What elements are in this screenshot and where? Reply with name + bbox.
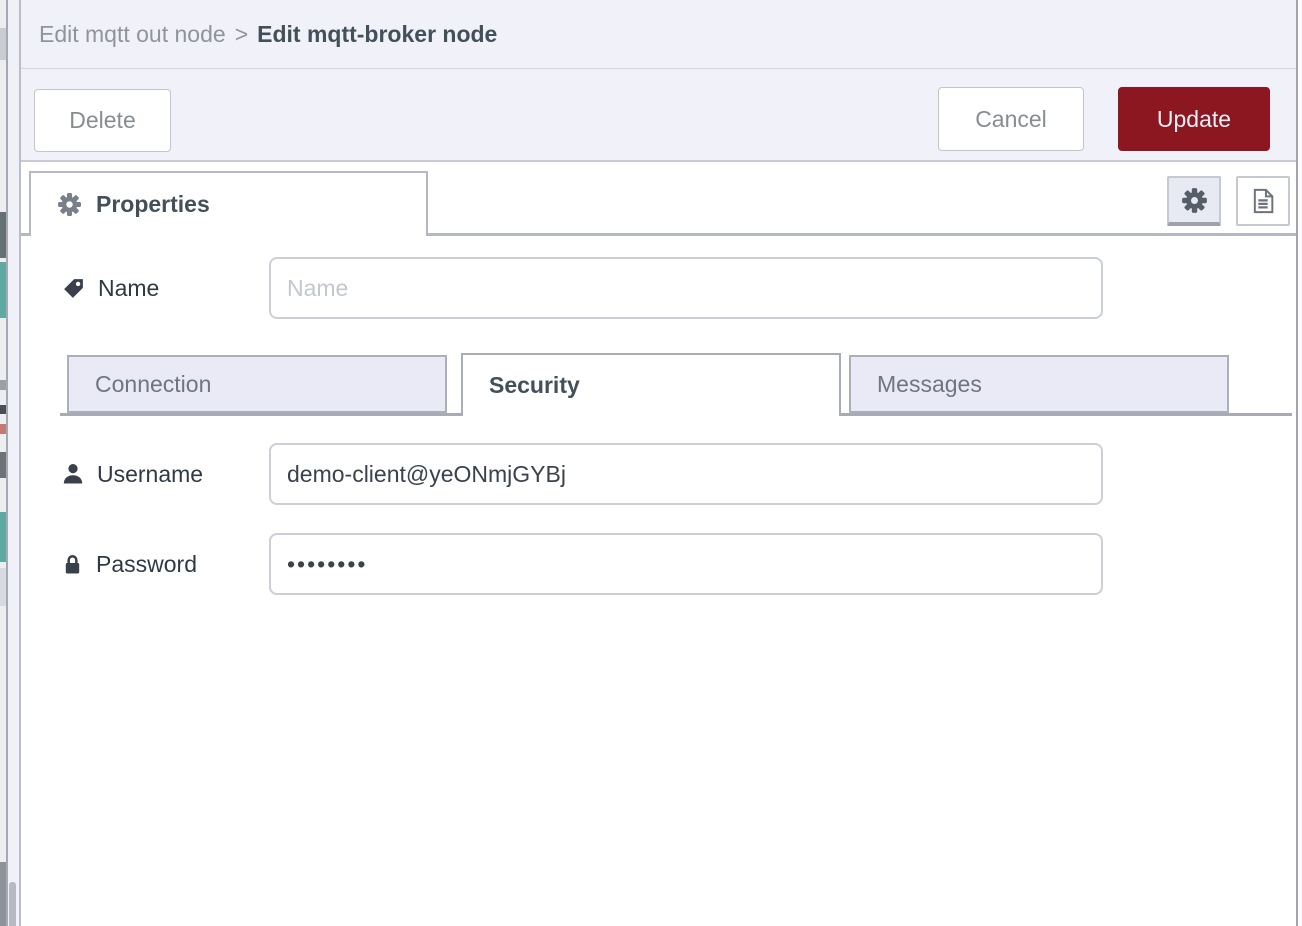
palette-node-sliver [0, 568, 6, 606]
delete-button[interactable]: Delete [34, 89, 171, 152]
gear-icon [1181, 187, 1208, 214]
tab-connection[interactable]: Connection [67, 355, 447, 413]
workspace-palette-sliver [0, 0, 6, 926]
palette-node-sliver [0, 424, 6, 434]
password-input[interactable] [269, 533, 1103, 595]
tray-left-border [19, 0, 21, 926]
palette-node-sliver [0, 28, 6, 60]
palette-node-sliver [0, 212, 6, 258]
name-field-row: Name [21, 257, 1296, 319]
breadcrumb: Edit mqtt out node > Edit mqtt-broker no… [21, 0, 1296, 69]
gear-icon [57, 192, 82, 217]
palette-node-sliver [0, 862, 6, 926]
update-button[interactable]: Update [1118, 87, 1270, 151]
palette-node-sliver [0, 512, 6, 562]
username-label-text: Username [97, 460, 204, 487]
tab-security-label: Security [489, 372, 580, 398]
palette-node-sliver [0, 380, 6, 390]
breadcrumb-separator: > [234, 20, 249, 47]
breadcrumb-parent[interactable]: Edit mqtt out node [39, 20, 226, 47]
name-input[interactable] [269, 257, 1103, 319]
username-input[interactable] [269, 443, 1103, 505]
tab-connection-label: Connection [95, 370, 212, 397]
username-field-row: Username [21, 443, 1296, 505]
palette-node-sliver [0, 405, 6, 414]
tab-properties[interactable]: Properties [29, 171, 428, 236]
user-icon [61, 462, 85, 486]
tab-messages[interactable]: Messages [849, 355, 1229, 413]
password-field-row: Password [21, 533, 1296, 595]
workspace-divider [6, 0, 8, 926]
tray-scrollbar-track[interactable] [8, 0, 19, 926]
tab-security[interactable]: Security [461, 353, 841, 416]
document-icon [1249, 187, 1277, 215]
name-label: Name [21, 275, 269, 302]
cancel-button[interactable]: Cancel [938, 87, 1084, 151]
tray-scrollbar-thumb[interactable] [9, 882, 16, 926]
palette-node-sliver [0, 452, 6, 478]
node-description-button[interactable] [1236, 176, 1290, 226]
tab-properties-label: Properties [96, 191, 210, 217]
edit-form: Name Connection Security Messages [21, 257, 1296, 595]
action-toolbar: Delete Cancel Update [21, 69, 1296, 162]
palette-node-sliver [0, 262, 6, 318]
password-label-text: Password [96, 550, 197, 577]
password-label: Password [21, 551, 269, 578]
breadcrumb-current: Edit mqtt-broker node [257, 20, 498, 47]
tag-icon [61, 276, 86, 301]
username-label: Username [21, 461, 269, 488]
broker-config-tabs: Connection Security Messages [21, 353, 1296, 416]
node-settings-button[interactable] [1167, 176, 1221, 226]
edit-dialog: Edit mqtt out node > Edit mqtt-broker no… [21, 0, 1298, 926]
tab-messages-label: Messages [877, 370, 982, 397]
editor-tab-bar: Properties [21, 162, 1296, 236]
lock-icon [61, 553, 84, 576]
name-label-text: Name [98, 274, 160, 301]
